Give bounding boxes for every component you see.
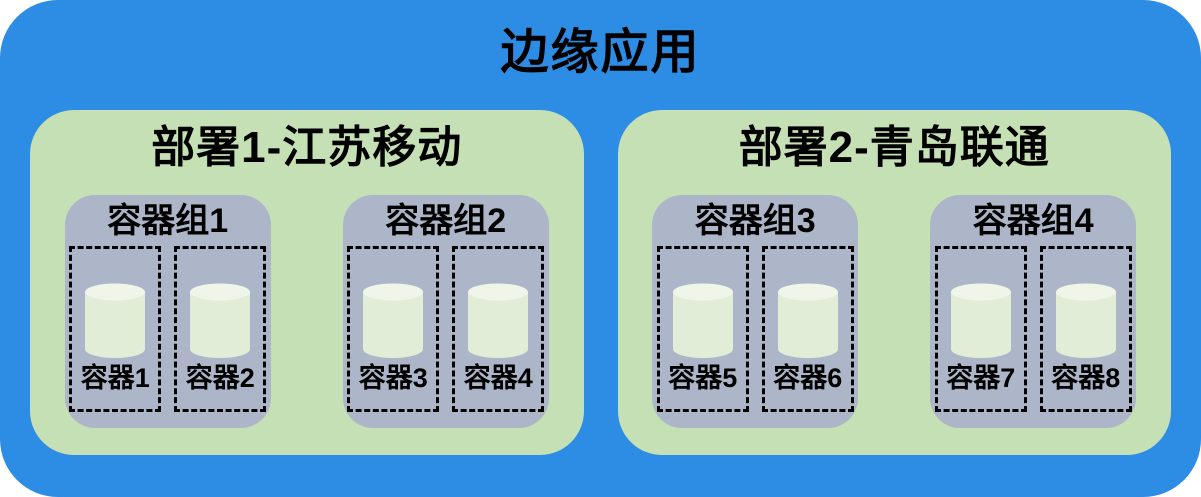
container-7-box: 容器7	[934, 245, 1027, 412]
container-label: 容器1	[80, 362, 150, 393]
container-group-3-box: 容器组3 容器5	[652, 194, 859, 428]
container-cylinder-icon	[950, 283, 1011, 358]
container-4-box: 容器4	[452, 245, 545, 412]
container-label: 容器5	[668, 362, 738, 393]
container-label: 容器7	[946, 362, 1016, 393]
container-cylinder-icon	[777, 283, 838, 358]
deployment-title: 部署1-江苏移动	[151, 122, 463, 172]
container-8-box: 容器8	[1039, 245, 1132, 412]
container-group-2-box: 容器组2 容器3	[342, 194, 549, 428]
container-2-box: 容器2	[174, 245, 267, 412]
deployment-1-box: 部署1-江苏移动 容器组1 容器1	[30, 109, 584, 455]
container-cylinder-icon	[190, 283, 251, 358]
group-title: 容器组2	[385, 201, 507, 240]
containers-row: 容器7 容器8	[930, 245, 1136, 412]
edge-app-title: 边缘应用	[500, 26, 701, 79]
container-group-1-box: 容器组1 容器1	[64, 194, 271, 428]
group-title: 容器组3	[694, 201, 816, 240]
deployment-title: 部署2-青岛联通	[738, 122, 1050, 172]
container-5-box: 容器5	[656, 245, 749, 412]
container-cylinder-icon	[363, 283, 424, 358]
container-label: 容器3	[358, 362, 428, 393]
group-title: 容器组4	[972, 201, 1094, 240]
groups-row: 容器组1 容器1	[30, 194, 584, 428]
deployment-2-box: 部署2-青岛联通 容器组3 容器5	[617, 109, 1172, 455]
container-3-box: 容器3	[347, 245, 440, 412]
container-label: 容器4	[463, 362, 533, 393]
group-title: 容器组1	[107, 201, 229, 240]
container-cylinder-icon	[468, 283, 529, 358]
container-group-4-box: 容器组4 容器7	[930, 194, 1137, 428]
container-cylinder-icon	[1055, 283, 1116, 358]
container-1-box: 容器1	[69, 245, 162, 412]
container-label: 容器6	[773, 362, 843, 393]
deployments-row: 部署1-江苏移动 容器组1 容器1	[0, 109, 1201, 455]
containers-row: 容器1 容器2	[65, 245, 271, 412]
container-cylinder-icon	[672, 283, 733, 358]
containers-row: 容器5 容器6	[652, 245, 858, 412]
container-label: 容器2	[185, 362, 255, 393]
container-cylinder-icon	[85, 283, 146, 358]
containers-row: 容器3 容器4	[343, 245, 549, 412]
container-label: 容器8	[1051, 362, 1121, 393]
container-6-box: 容器6	[761, 245, 854, 412]
groups-row: 容器组3 容器5	[618, 194, 1172, 428]
